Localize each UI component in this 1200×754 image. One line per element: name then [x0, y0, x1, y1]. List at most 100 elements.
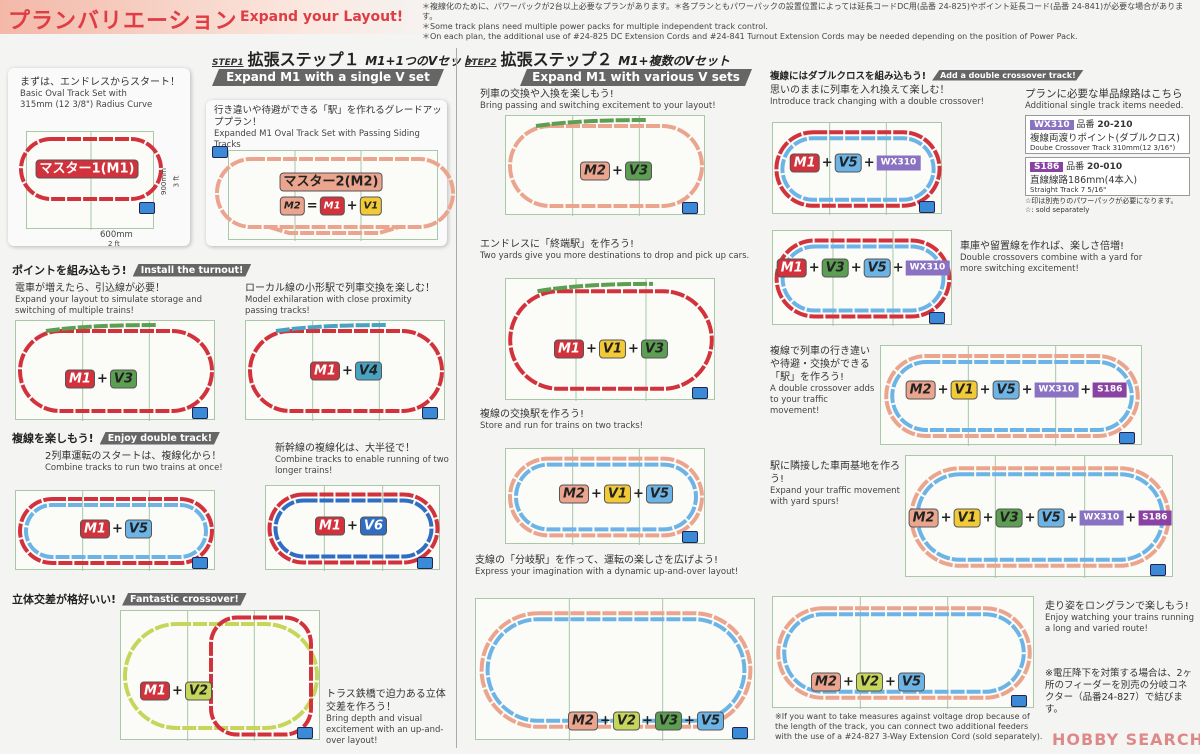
track-diagram — [776, 597, 1032, 709]
plus-sign: + — [346, 518, 358, 534]
power-pack-icon — [1150, 564, 1166, 576]
plan-caption-en: Express your imagination with a dynamic … — [475, 567, 739, 577]
v5-badge: V5 — [124, 519, 152, 539]
plus-sign: + — [590, 486, 602, 502]
expanded-caption: 行き違いや待避ができる「駅」を作れるグレードアッププラン！ Expanded M… — [214, 105, 444, 151]
step2-bar: Expand M1 with various V sets — [520, 69, 752, 86]
v1-badge: V1 — [603, 484, 631, 504]
v1-badge: V1 — [953, 508, 981, 528]
s186-badge: S186 — [1138, 510, 1172, 526]
note-en-2: ＊On each plan, the additional use of #24… — [422, 32, 1078, 41]
item-code: S186 — [1030, 162, 1064, 172]
plan-formula: M1+V3 — [65, 369, 137, 389]
plan-caption-jp: 支線の「分岐駅」を作って、運転の楽しさを広げよう! — [475, 555, 719, 566]
step2-jp: 拡張ステップ２ — [500, 50, 613, 69]
track-plan: M2+V1+V3+V5+WX310+S186 — [905, 455, 1173, 578]
plan-caption-jp: 複線で列車の行き違いや待避・交換ができる「駅」を作ろう! — [770, 346, 870, 383]
m1-badge: マスター1(M1) — [35, 159, 139, 179]
outer-track-loop — [479, 611, 753, 729]
power-pack-icon — [192, 557, 208, 569]
plan-caption: 新幹線の複線化は、大半径で！Combine tracks to enable r… — [275, 442, 455, 477]
power-pack-icon — [297, 727, 313, 739]
plan-caption-jp: 2列車運転のスタートは、複線化から！ — [45, 451, 222, 462]
m2-badge: M2 — [908, 508, 939, 528]
siding-track — [275, 323, 387, 333]
section-en: Add a double crossover track! — [932, 69, 1084, 81]
track-diagram — [18, 321, 214, 421]
section-en: Fantastic crossover! — [122, 592, 247, 606]
width-mm: 600mm — [100, 230, 133, 240]
track-plan: M2+V3 — [505, 115, 705, 216]
header-banner — [0, 0, 440, 34]
main-track-loop — [508, 124, 704, 208]
basic-en2: 315mm (12 3/8") Radius Curve — [20, 100, 153, 110]
plus-sign: + — [346, 198, 358, 214]
track-plan: M1+V3 — [15, 320, 215, 421]
page-title: プランバリエーション — [8, 9, 238, 34]
v2-badge: V2 — [612, 711, 640, 731]
plan-caption-jp: 走り姿をロングランで楽しもう! — [1045, 601, 1189, 612]
plus-sign: + — [599, 713, 611, 729]
upper-track-loop — [209, 615, 313, 737]
main-track-loop — [18, 329, 214, 413]
step2-tag: STEP2 — [465, 58, 497, 68]
height-mm: 900mm — [160, 168, 168, 195]
m1-badge: M1 — [553, 339, 584, 359]
m1-badge: M1 — [65, 369, 95, 389]
track-diagram — [19, 132, 163, 230]
power-pack-icon — [682, 531, 698, 543]
m1-badge: M1 — [319, 196, 345, 216]
step1-tag: STEP1 — [212, 58, 244, 68]
v1-badge: V1 — [598, 339, 626, 359]
v5-badge: V5 — [897, 672, 926, 692]
plan-caption-jp: ローカル線の小形駅で列車交換を楽しむ！ — [245, 283, 435, 294]
track-plan: M1+V2 — [120, 610, 320, 741]
track-diagram — [884, 346, 1140, 446]
s186-badge: S186 — [1093, 382, 1127, 398]
plus-sign: + — [641, 713, 653, 729]
inner-track-loop — [273, 498, 434, 559]
plan-formula: M2+V1+V3+V5+WX310+S186 — [908, 508, 1172, 528]
m2-formula: M2 = M1 + V1 — [279, 196, 383, 216]
outer-track-loop — [776, 606, 1032, 700]
power-pack-icon — [682, 202, 698, 214]
section-crossover: 立体交差が格好いい!Fantastic crossover! — [12, 591, 247, 607]
plus-sign: + — [171, 683, 183, 699]
basic-plan: マスター1(M1) — [19, 131, 163, 230]
v2-badge: V2 — [184, 681, 212, 701]
basic-jp: まずは、エンドレスからスタート！ — [20, 77, 180, 88]
v1-badge: V1 — [950, 380, 978, 400]
m2-badge: M2 — [905, 380, 936, 400]
inner-track-loop — [782, 612, 1026, 694]
v4-badge: V4 — [354, 361, 382, 381]
v1-badge: V1 — [359, 196, 383, 216]
plan-formula: M2+V1+V5+WX310+S186 — [905, 380, 1127, 400]
plus-sign: + — [585, 341, 597, 357]
inner-track-loop — [485, 617, 747, 723]
outer-track-loop — [774, 130, 942, 208]
power-pack-icon — [1119, 432, 1135, 444]
plus-sign: + — [1024, 510, 1036, 526]
item-jp: 直線線路186mm(4本入) — [1030, 175, 1138, 186]
expanded-jp: 行き違いや待避ができる「駅」を作れるグレードアッププラン！ — [214, 105, 442, 128]
plan-caption: ローカル線の小形駅で列車交換を楽しむ！Model exhilaration wi… — [245, 282, 445, 317]
track-plan: M1+V6 — [265, 485, 440, 571]
power-pack-icon — [422, 407, 438, 419]
m1-badge: M1 — [315, 516, 345, 536]
plus-sign: + — [937, 382, 949, 398]
section-double: 複線を楽しもう!Enjoy double track! — [12, 430, 221, 446]
v5-badge: V5 — [992, 380, 1020, 400]
v3-badge: V3 — [624, 161, 652, 181]
plan-caption-en: Introduce track changing with a double c… — [770, 97, 985, 107]
plus-sign: + — [892, 260, 904, 276]
plan-caption-en: Store and run for trains on two tracks! — [480, 421, 644, 431]
v3-badge: V3 — [654, 711, 682, 731]
basic-en1: Basic Oval Track Set with — [20, 89, 127, 99]
plan-formula: M1+V5 — [80, 519, 152, 539]
expanded-plan: マスター2(M2) M2 = M1 + V1 — [215, 150, 455, 241]
m1-badge: M1 — [776, 258, 807, 278]
item-wx310: WX310 品番 20-210 複線両渡りポイント(ダブルクロス) Doube … — [1025, 115, 1190, 154]
track-diagram — [774, 231, 952, 326]
plan-caption-jp: 列車の交換や入換を楽しもう! — [480, 89, 614, 100]
